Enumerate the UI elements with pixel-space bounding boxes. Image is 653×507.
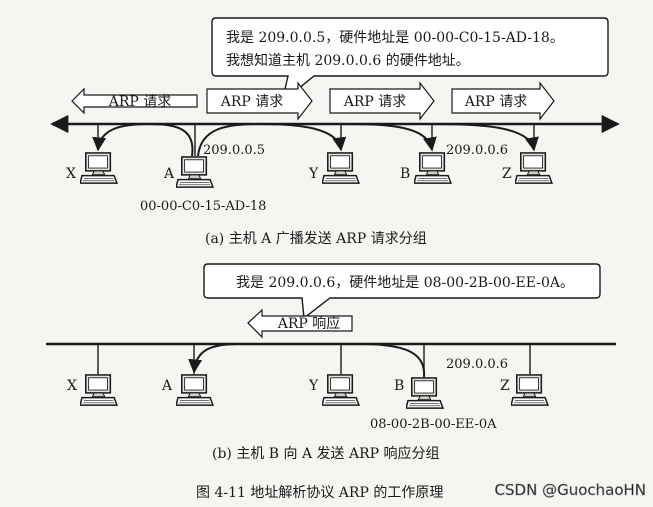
svg-text:ARP 请求: ARP 请求 [464, 94, 528, 110]
svg-text:ARP 响应: ARP 响应 [277, 315, 341, 332]
svg-text:B: B [400, 166, 410, 182]
request-bubble-line2: 我想知道主机 209.0.0.6 的硬件地址。 [226, 52, 470, 69]
mac-a-label: 00-00-C0-15-AD-18 [140, 199, 266, 214]
host-b-a: B [400, 152, 452, 184]
broadcast-paths [92, 122, 539, 157]
svg-text:ARP 请求: ARP 请求 [220, 94, 284, 110]
svg-text:B: B [394, 378, 404, 394]
host-x-b: X [67, 374, 118, 406]
reply-path [188, 343, 426, 378]
figure-caption: 图 4-11 地址解析协议 ARP 的工作原理 [196, 485, 443, 501]
mac-b-label: 08-00-2B-00-EE-0A [370, 417, 497, 432]
request-bubble-line1: 我是 209.0.0.5，硬件地址是 00-00-C0-15-AD-18。 [226, 30, 564, 46]
svg-text:ARP 请求: ARP 请求 [343, 94, 407, 110]
svg-text:Y: Y [308, 378, 319, 394]
part-b: 我是 209.0.0.6，硬件地址是 08-00-2B-00-EE-0A。 AR… [46, 263, 616, 462]
reply-speech-bubble: 我是 209.0.0.6，硬件地址是 08-00-2B-00-EE-0A。 [203, 263, 601, 320]
host-a-a: A [163, 156, 214, 188]
host-a-b: A [161, 374, 214, 406]
host-z-a: Z [502, 152, 553, 184]
arp-reply-arrow: ARP 响应 [247, 308, 353, 339]
svg-text:Y: Y [308, 166, 319, 182]
arp-request-arrow-4: ARP 请求 [451, 81, 555, 121]
caption-a: (a) 主机 A 广播发送 ARP 请求分组 [205, 231, 427, 247]
ip-b-label-b: 209.0.0.6 [446, 357, 508, 372]
host-x-a: X [66, 152, 118, 184]
watermark: CSDN @GuochaoHN [495, 481, 646, 499]
svg-text:Z: Z [502, 166, 512, 182]
host-y-a: Y [308, 152, 360, 184]
arp-request-arrow-2: ARP 请求 [206, 81, 313, 121]
reply-bubble-line1: 我是 209.0.0.6，硬件地址是 08-00-2B-00-EE-0A。 [236, 275, 574, 291]
arp-request-arrows: ARP 请求 ARP 请求 ARP 请求 ARP 请求 [71, 81, 555, 121]
svg-text:X: X [66, 166, 76, 182]
svg-text:A: A [161, 378, 173, 394]
svg-text:Z: Z [500, 378, 510, 394]
request-speech-bubble: 我是 209.0.0.5，硬件地址是 00-00-C0-15-AD-18。 我想… [211, 17, 609, 104]
ip-b-label-a: 209.0.0.6 [446, 143, 508, 158]
host-y-b: Y [308, 374, 360, 406]
ip-a-label: 209.0.0.5 [203, 143, 265, 158]
part-a: 我是 209.0.0.5，硬件地址是 00-00-C0-15-AD-18。 我想… [50, 17, 620, 247]
svg-text:ARP 请求: ARP 请求 [108, 94, 172, 110]
svg-text:X: X [67, 378, 77, 394]
host-b-b: B [394, 377, 444, 409]
arp-request-arrow-3: ARP 请求 [329, 81, 435, 121]
caption-b: (b) 主机 B 向 A 发送 ARP 响应分组 [212, 445, 440, 462]
svg-text:A: A [163, 166, 175, 182]
arp-request-arrow-left: ARP 请求 [71, 87, 198, 115]
host-z-b: Z [500, 374, 549, 406]
